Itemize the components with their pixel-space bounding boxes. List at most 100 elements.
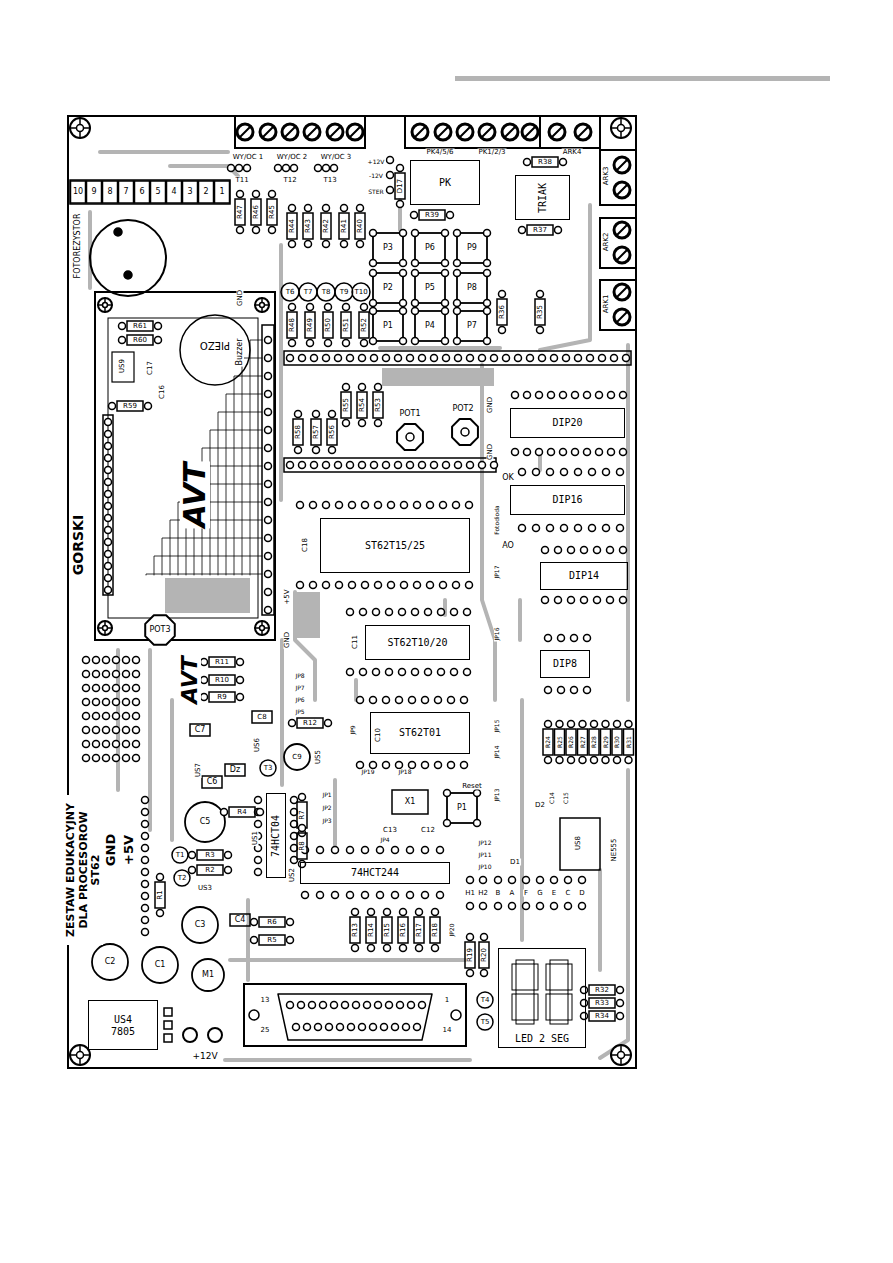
logic-chip: 74HCT04: [266, 793, 286, 878]
solder-pad: [323, 502, 330, 509]
resistor-label: R48: [289, 317, 296, 333]
solder-pad: [142, 893, 149, 900]
solder-pad: [581, 1000, 588, 1007]
text-wrap: ST62T01: [398, 727, 442, 739]
solder-pad: [329, 411, 336, 418]
silkscreen-label: C16: [159, 384, 166, 400]
mounting-hole: [103, 303, 108, 308]
resistor-label: R51: [343, 317, 350, 333]
solder-pad: [228, 165, 235, 172]
silkscreen-label: US2: [289, 867, 296, 883]
text-wrap: US47805: [110, 1014, 136, 1037]
solder-pad: [113, 713, 120, 720]
solder-pad: [289, 241, 296, 248]
solder-pad: [443, 462, 450, 469]
resistor-label: R42: [323, 218, 330, 234]
solder-pad: [400, 945, 407, 952]
solder-pad: [453, 582, 460, 589]
solder-pad: [133, 671, 140, 678]
resistor-label: R31: [626, 735, 632, 749]
solder-pad: [113, 727, 120, 734]
solder-pad: [265, 373, 272, 380]
solder-pad: [523, 903, 530, 910]
part-name: LED 2 SEG: [514, 1033, 570, 1045]
solder-pad: [425, 669, 432, 676]
silkscreen-label: T10: [353, 289, 368, 296]
solder-pad: [617, 469, 624, 476]
solder-pad: [442, 300, 449, 307]
silkscreen-label: JP7: [294, 685, 305, 691]
power-pad: [208, 1028, 222, 1042]
header-pin: [103, 181, 118, 203]
silkscreen-label: C18: [302, 537, 309, 553]
screw-terminal: [347, 124, 363, 140]
resistor-label: R35: [537, 304, 544, 320]
resistor-symbol: [527, 225, 553, 235]
resistor-symbol: [287, 312, 297, 338]
silkscreen-label: JP3: [321, 818, 332, 824]
silkscreen-label: POT3: [148, 626, 171, 634]
solder-pad: [373, 609, 380, 616]
resistor-symbol: [430, 917, 440, 943]
solder-pad: [614, 721, 621, 728]
solder-pad: [236, 165, 243, 172]
solder-pad: [83, 657, 90, 664]
solder-pad: [444, 790, 451, 797]
resistor-label: R50: [325, 317, 332, 333]
solder-pad: [343, 340, 350, 347]
solder-pad: [438, 609, 445, 616]
solder-pad: [221, 809, 228, 816]
solder-pad: [269, 191, 276, 198]
silkscreen-label: POT1: [398, 410, 421, 418]
resistor-label: R20: [481, 947, 488, 963]
solder-pad: [432, 909, 439, 916]
solder-pad: [556, 757, 563, 764]
silkscreen-label: Buzzer: [236, 337, 244, 366]
led-segment: [568, 964, 572, 990]
screw-terminal: [237, 124, 253, 140]
solder-pad: [495, 903, 502, 910]
solder-pad: [537, 291, 544, 298]
solder-pad: [614, 757, 621, 764]
screw-slot: [460, 127, 470, 137]
solder-pad: [142, 845, 149, 852]
solder-pad: [575, 469, 582, 476]
solder-pad: [419, 1002, 426, 1009]
solder-pad: [349, 502, 356, 509]
solder-pad: [335, 355, 342, 362]
screw-slot: [552, 127, 562, 137]
solder-pad: [142, 857, 149, 864]
solder-pad: [332, 847, 339, 854]
solder-pad: [560, 449, 567, 456]
mounting-hole: [70, 118, 90, 138]
solder-pad: [533, 469, 540, 476]
solder-pad: [561, 525, 568, 532]
solder-pad: [323, 165, 330, 172]
solder-pad: [347, 892, 354, 899]
silkscreen-label: C14: [549, 791, 555, 805]
solder-pad: [265, 589, 272, 596]
lcd-trace: [242, 358, 262, 575]
terminal-block: [405, 116, 540, 148]
solder-pad: [519, 525, 526, 532]
resistor-symbol: [287, 213, 297, 239]
solder-pad: [103, 727, 110, 734]
capacitor-symbol: [190, 724, 210, 736]
text-wrap: 74HCT04: [270, 813, 282, 857]
capacitor-outline: [185, 802, 225, 842]
resistor-label: R19: [467, 947, 474, 963]
solder-pad: [275, 165, 282, 172]
solder-pad: [373, 669, 380, 676]
resistor-label: R60: [132, 337, 148, 344]
solder-pad: [392, 892, 399, 899]
solder-pad: [412, 308, 419, 315]
resistor-label: R33: [594, 1000, 610, 1007]
solder-pad: [422, 697, 429, 704]
solder-pad: [560, 392, 567, 399]
part-name: 7805: [110, 1025, 136, 1037]
solder-pad: [603, 469, 610, 476]
silkscreen-label: D2: [534, 802, 546, 809]
solder-pad: [309, 1002, 316, 1009]
resistor-symbol: [589, 998, 615, 1008]
copper-trace: [333, 780, 337, 845]
